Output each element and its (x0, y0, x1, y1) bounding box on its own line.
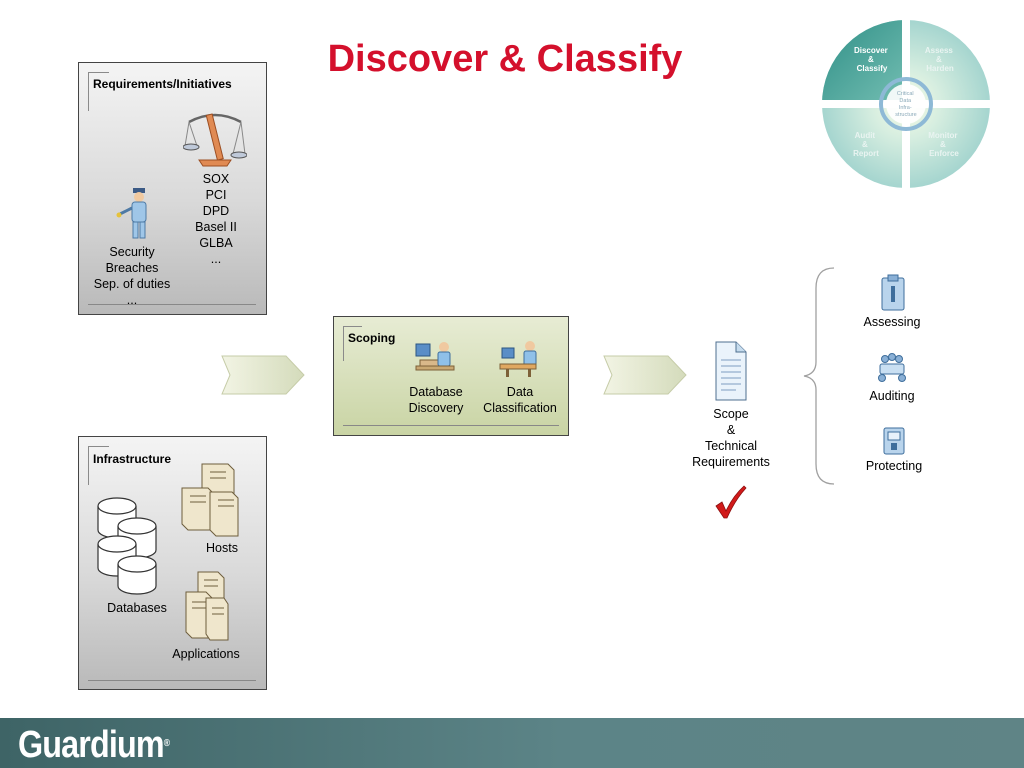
regulations-list: SOX PCI DPD Basel II GLBA ... (195, 172, 237, 266)
protecting-label: Protecting (865, 459, 923, 473)
requirements-title: Requirements/Initiatives (93, 77, 232, 91)
document-icon (715, 341, 747, 401)
scales-icon (183, 113, 247, 167)
hosts-server-icon (181, 463, 239, 537)
hosts-label: Hosts (206, 541, 238, 555)
scope-requirements-label: Scope & Technical Requirements (692, 407, 770, 469)
protecting-icon (883, 427, 905, 455)
footer-bar (0, 718, 1024, 768)
wheel-segment-discover (822, 20, 906, 104)
checkmark-icon (715, 485, 747, 519)
database-discovery-label: Database Discovery (408, 385, 464, 415)
infrastructure-title: Infrastructure (93, 452, 172, 466)
data-classification-icon (499, 341, 537, 377)
flow-arrow-out (603, 355, 687, 395)
data-classification-label: Data Classification (483, 385, 557, 415)
auditing-label: Auditing (869, 389, 915, 403)
database-icon (97, 497, 157, 595)
database-discovery-icon (415, 342, 455, 371)
wheel-label-monitor: Monitor & Enforce (928, 131, 960, 158)
brace-bracket (803, 267, 835, 485)
wheel-label-audit: Audit & Report (853, 131, 879, 158)
wheel-center-label: Critical Data Infra- structure (895, 91, 916, 118)
clipboard-icon (881, 274, 905, 311)
assessing-label: Assessing (863, 315, 921, 329)
scoping-title: Scoping (348, 331, 396, 345)
databases-label: Databases (107, 601, 167, 615)
requirements-panel: Requirements/Initiatives (78, 62, 267, 315)
wheel-label-assess: Assess & Harden (925, 46, 955, 73)
security-guard-icon (116, 188, 147, 239)
security-concerns-list: Security Breaches Sep. of duties ... (93, 245, 171, 307)
applications-server-icon (185, 571, 229, 641)
wheel-label-discover: Discover & Classify (854, 46, 890, 73)
auditing-icon (878, 353, 906, 382)
applications-label: Applications (172, 647, 240, 661)
flow-arrow-in (221, 355, 305, 395)
guardium-logo: Guardium® (18, 724, 171, 766)
process-cycle-wheel: Discover & Classify Assess & Harden Audi… (818, 17, 994, 191)
page-title: Discover & Classify (327, 38, 683, 80)
